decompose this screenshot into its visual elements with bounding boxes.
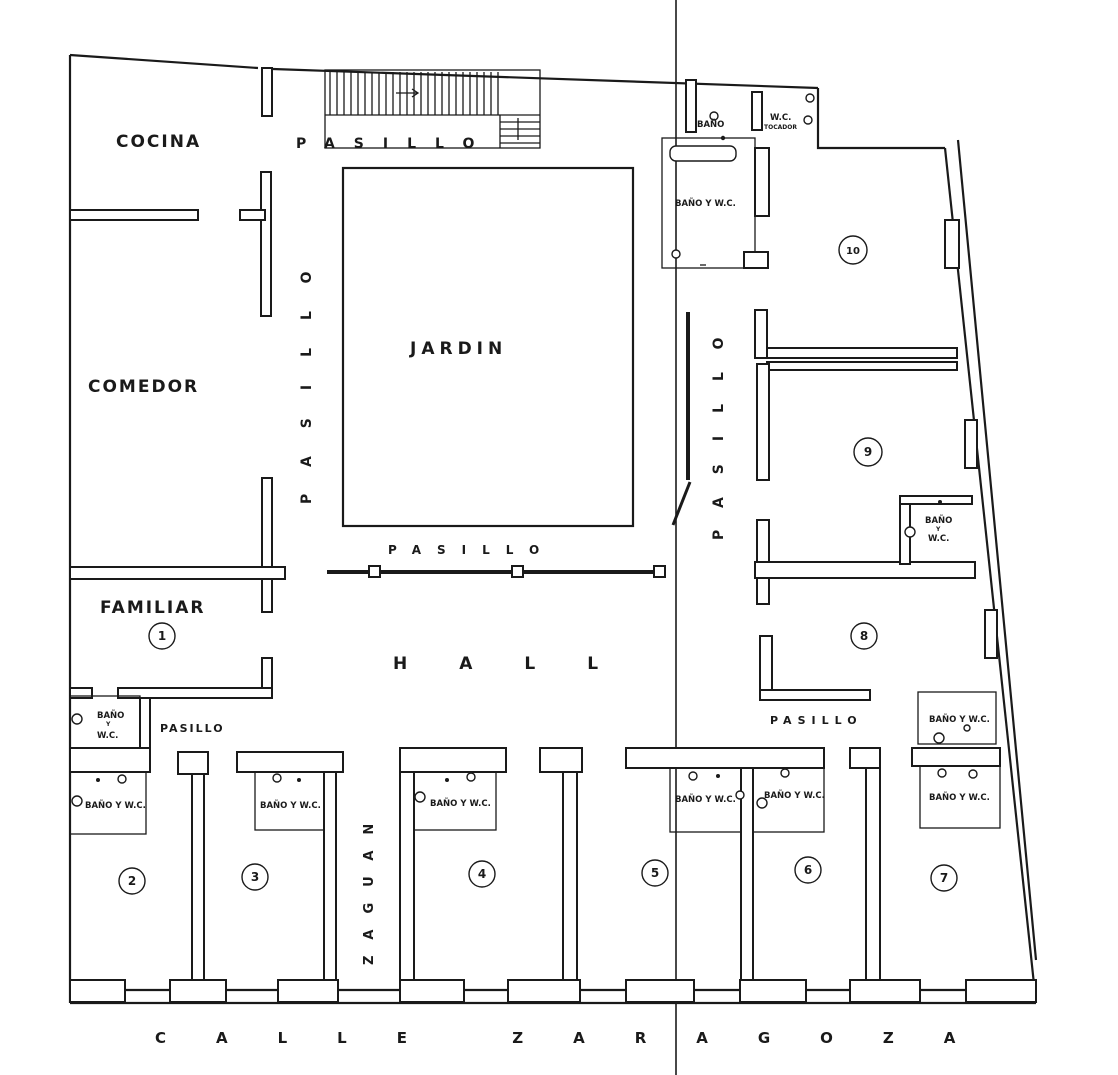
room-number-2: 2 [118, 867, 146, 895]
svg-text:8: 8 [860, 629, 868, 643]
family-room-label: FAMILIAR [100, 598, 205, 618]
bath-label-room8: BAÑO Y W.C. [929, 714, 990, 725]
garden-label: JARDIN [409, 339, 507, 359]
svg-text:6: 6 [804, 863, 812, 877]
bath-label-room3: BAÑO Y W.C. [260, 800, 321, 811]
hall-colonnade [327, 312, 692, 578]
room-number-6: 6 [794, 856, 822, 884]
hall-label: HALL [393, 654, 650, 674]
corridor-label-front-left: PASILLO [160, 722, 225, 735]
master-bath [661, 79, 815, 269]
corridor-label-right: PASILLO [711, 315, 727, 540]
corridor-label-middle: PASILLO [388, 543, 555, 557]
bath-label-top: BAÑO [697, 119, 724, 130]
bath-label-room4: BAÑO Y W.C. [430, 798, 491, 809]
svg-text:5: 5 [651, 866, 659, 880]
zaguan-label: ZAGUAN [362, 808, 377, 965]
room-number-4: 4 [468, 860, 496, 888]
room-number-5: 5 [641, 859, 669, 887]
bath-label-room7: BAÑO Y W.C. [929, 792, 990, 803]
room-number-7: 7 [930, 864, 958, 892]
svg-text:1: 1 [158, 629, 166, 643]
corridor-label-top: PASILLO [296, 136, 493, 152]
bath-label-room2: BAÑO Y W.C. [85, 800, 146, 811]
interior-walls [69, 67, 998, 773]
svg-text:9: 9 [864, 445, 872, 459]
street-label: CALLE ZARAGOZA [155, 1029, 1005, 1047]
bath-label-room1-b: Y [105, 721, 111, 728]
dining-room-label: COMEDOR [88, 377, 199, 397]
bath-label-room6: BAÑO Y W.C. [764, 790, 825, 801]
room-number-9: 9 [853, 437, 883, 467]
svg-text:3: 3 [251, 870, 259, 884]
bath-label-room9-a: BAÑO [925, 515, 952, 526]
svg-text:7: 7 [940, 871, 948, 885]
room-number-3: 3 [241, 863, 269, 891]
garden-boundary [341, 166, 635, 528]
bath-fixtures [71, 500, 978, 809]
bath-label-room1-a: BAÑO [97, 710, 124, 721]
kitchen-label: COCINA [116, 132, 201, 152]
room-number-8: 8 [850, 622, 878, 650]
corridor-label-left: PASILLO [299, 244, 315, 504]
svg-text:10: 10 [846, 246, 860, 257]
bath-label-room9-b: Y [935, 526, 941, 533]
room-number-10: 10 [838, 235, 868, 265]
bath-label-master: BAÑO Y W.C. [675, 198, 736, 209]
bath-label-room9-c: W.C. [928, 534, 949, 544]
svg-text:4: 4 [478, 867, 486, 881]
front-rooms [69, 691, 1037, 1003]
svg-text:2: 2 [128, 874, 136, 888]
tocador-label: TOCADOR [764, 124, 797, 131]
staircase [324, 69, 541, 149]
bath-label-room5: BAÑO Y W.C. [675, 794, 736, 805]
room-number-1: 1 [148, 622, 176, 650]
wc-label-top: W.C. [770, 113, 791, 123]
corridor-label-front-right: PASILLO [770, 714, 863, 727]
bath-label-room1-c: W.C. [97, 731, 118, 741]
outer-walls [68, 53, 1038, 1005]
